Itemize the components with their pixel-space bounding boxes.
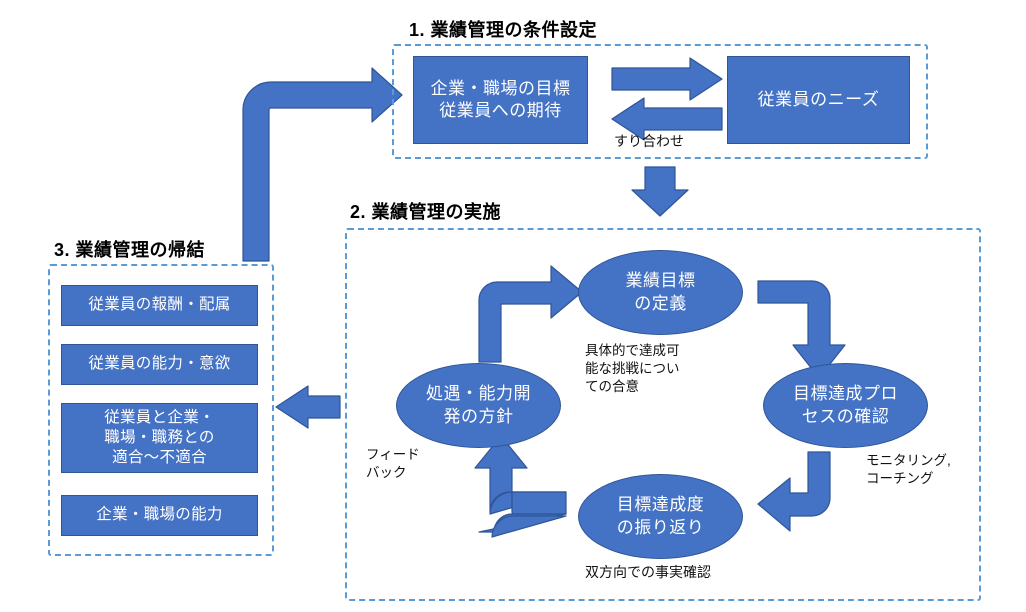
section-2-frame [345, 228, 981, 601]
employee-needs-box[interactable]: 従業員のニーズ [727, 56, 910, 144]
arrow-left-exchange [611, 97, 723, 141]
cycle-node-development-policy[interactable]: 処遇・能力開 発の方針 [396, 363, 561, 448]
outcome-box-org-capability[interactable]: 企業・職場の能力 [61, 495, 258, 536]
connector-left-s2-to-s3 [275, 385, 341, 429]
cycle-node-define-goal-label: 業績目標 の定義 [625, 271, 696, 313]
connector-elbow-s3-to-s1 [242, 67, 403, 262]
section-3-frame [48, 264, 274, 556]
cycle-node-review[interactable]: 目標達成度 の振り返り [578, 474, 743, 559]
cycle-arrow-bottom-to-left-main [491, 515, 567, 538]
company-goal-box[interactable]: 企業・職場の目標 従業員への期待 [413, 56, 588, 144]
note-agreement: 具体的で達成可 能な挑戦につい ての合意 [585, 343, 680, 395]
note-feedback: フィード バック [366, 447, 420, 481]
cycle-arrow-right-to-bottom [757, 451, 831, 532]
arrow-right-exchange [611, 57, 723, 101]
cycle-arrow-left-up [474, 435, 567, 515]
outcome-box-ability-label: 従業員の能力・意欲 [88, 355, 231, 373]
cycle-arrow-top-to-right [757, 280, 846, 379]
cycle-node-process-check-label: 目標達成プロ セスの確認 [793, 384, 898, 426]
cycle-arrow-left-to-top [478, 265, 583, 363]
cycle-node-process-check[interactable]: 目標達成プロ セスの確認 [763, 363, 928, 448]
connector-down-s1-to-s2 [631, 166, 689, 217]
section-2-heading: 2. 業績管理の実施 [350, 202, 502, 222]
outcome-box-fit-label: 従業員と企業・ 職場・職務との 適合〜不適合 [104, 408, 215, 467]
outcome-box-fit[interactable]: 従業員と企業・ 職場・職務との 適合〜不適合 [61, 403, 258, 473]
note-fact-check: 双方向での事実確認 [585, 564, 711, 580]
note-exchange: すり合わせ [614, 133, 684, 149]
note-monitoring: モニタリング, コーチング [866, 453, 951, 487]
cycle-node-review-label: 目標達成度 の振り返り [616, 495, 705, 537]
cycle-node-development-policy-label: 処遇・能力開 発の方針 [426, 384, 531, 426]
cycle-node-define-goal[interactable]: 業績目標 の定義 [578, 250, 743, 335]
company-goal-box-label: 企業・職場の目標 従業員への期待 [430, 79, 571, 120]
outcome-box-org-capability-label: 企業・職場の能力 [96, 506, 223, 524]
section-3-heading: 3. 業績管理の帰結 [54, 240, 206, 260]
employee-needs-box-label: 従業員のニーズ [757, 90, 880, 110]
outcome-box-reward-label: 従業員の報酬・配属 [88, 296, 231, 314]
outcome-box-reward[interactable]: 従業員の報酬・配属 [61, 285, 258, 326]
section-1-heading: 1. 業績管理の条件設定 [409, 20, 598, 40]
section-1-frame [392, 44, 928, 159]
outcome-box-ability[interactable]: 従業員の能力・意欲 [61, 344, 258, 385]
